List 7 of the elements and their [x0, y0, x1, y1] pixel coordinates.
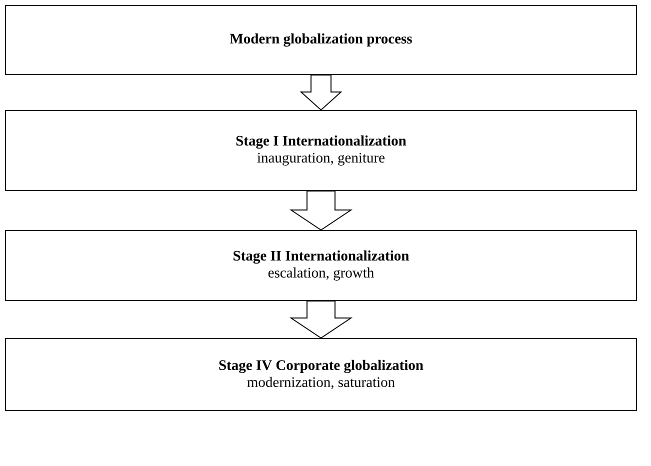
process-box: Stage II Internationalization escalation, growth [5, 230, 637, 301]
process-box: Modern globalization process [5, 5, 637, 75]
block-arrow [300, 74, 342, 111]
process-box: Stage I Internationalization inauguration, geniture [5, 110, 637, 191]
block-arrow [289, 300, 353, 339]
block-arrow [289, 190, 353, 231]
process-box: Stage IV Corporate globalization modernization, saturation [5, 338, 637, 411]
